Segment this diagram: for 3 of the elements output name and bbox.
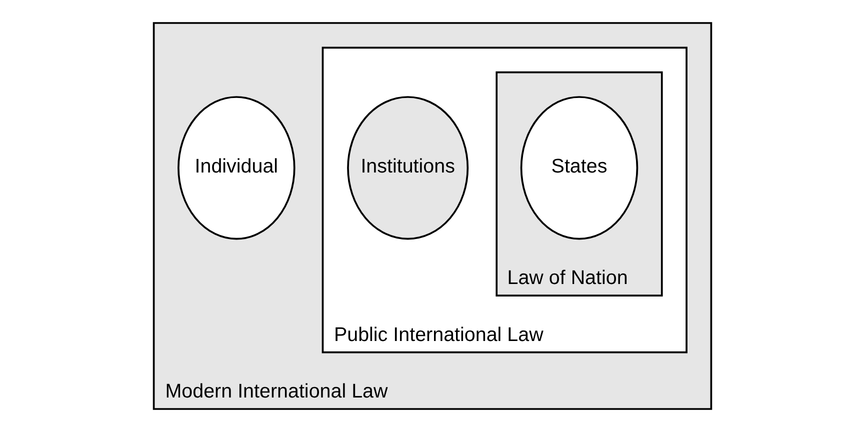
- node-ellipse: States: [520, 96, 638, 240]
- node-ellipse: Individual: [178, 96, 296, 240]
- node-ellipse: Institutions: [347, 96, 469, 240]
